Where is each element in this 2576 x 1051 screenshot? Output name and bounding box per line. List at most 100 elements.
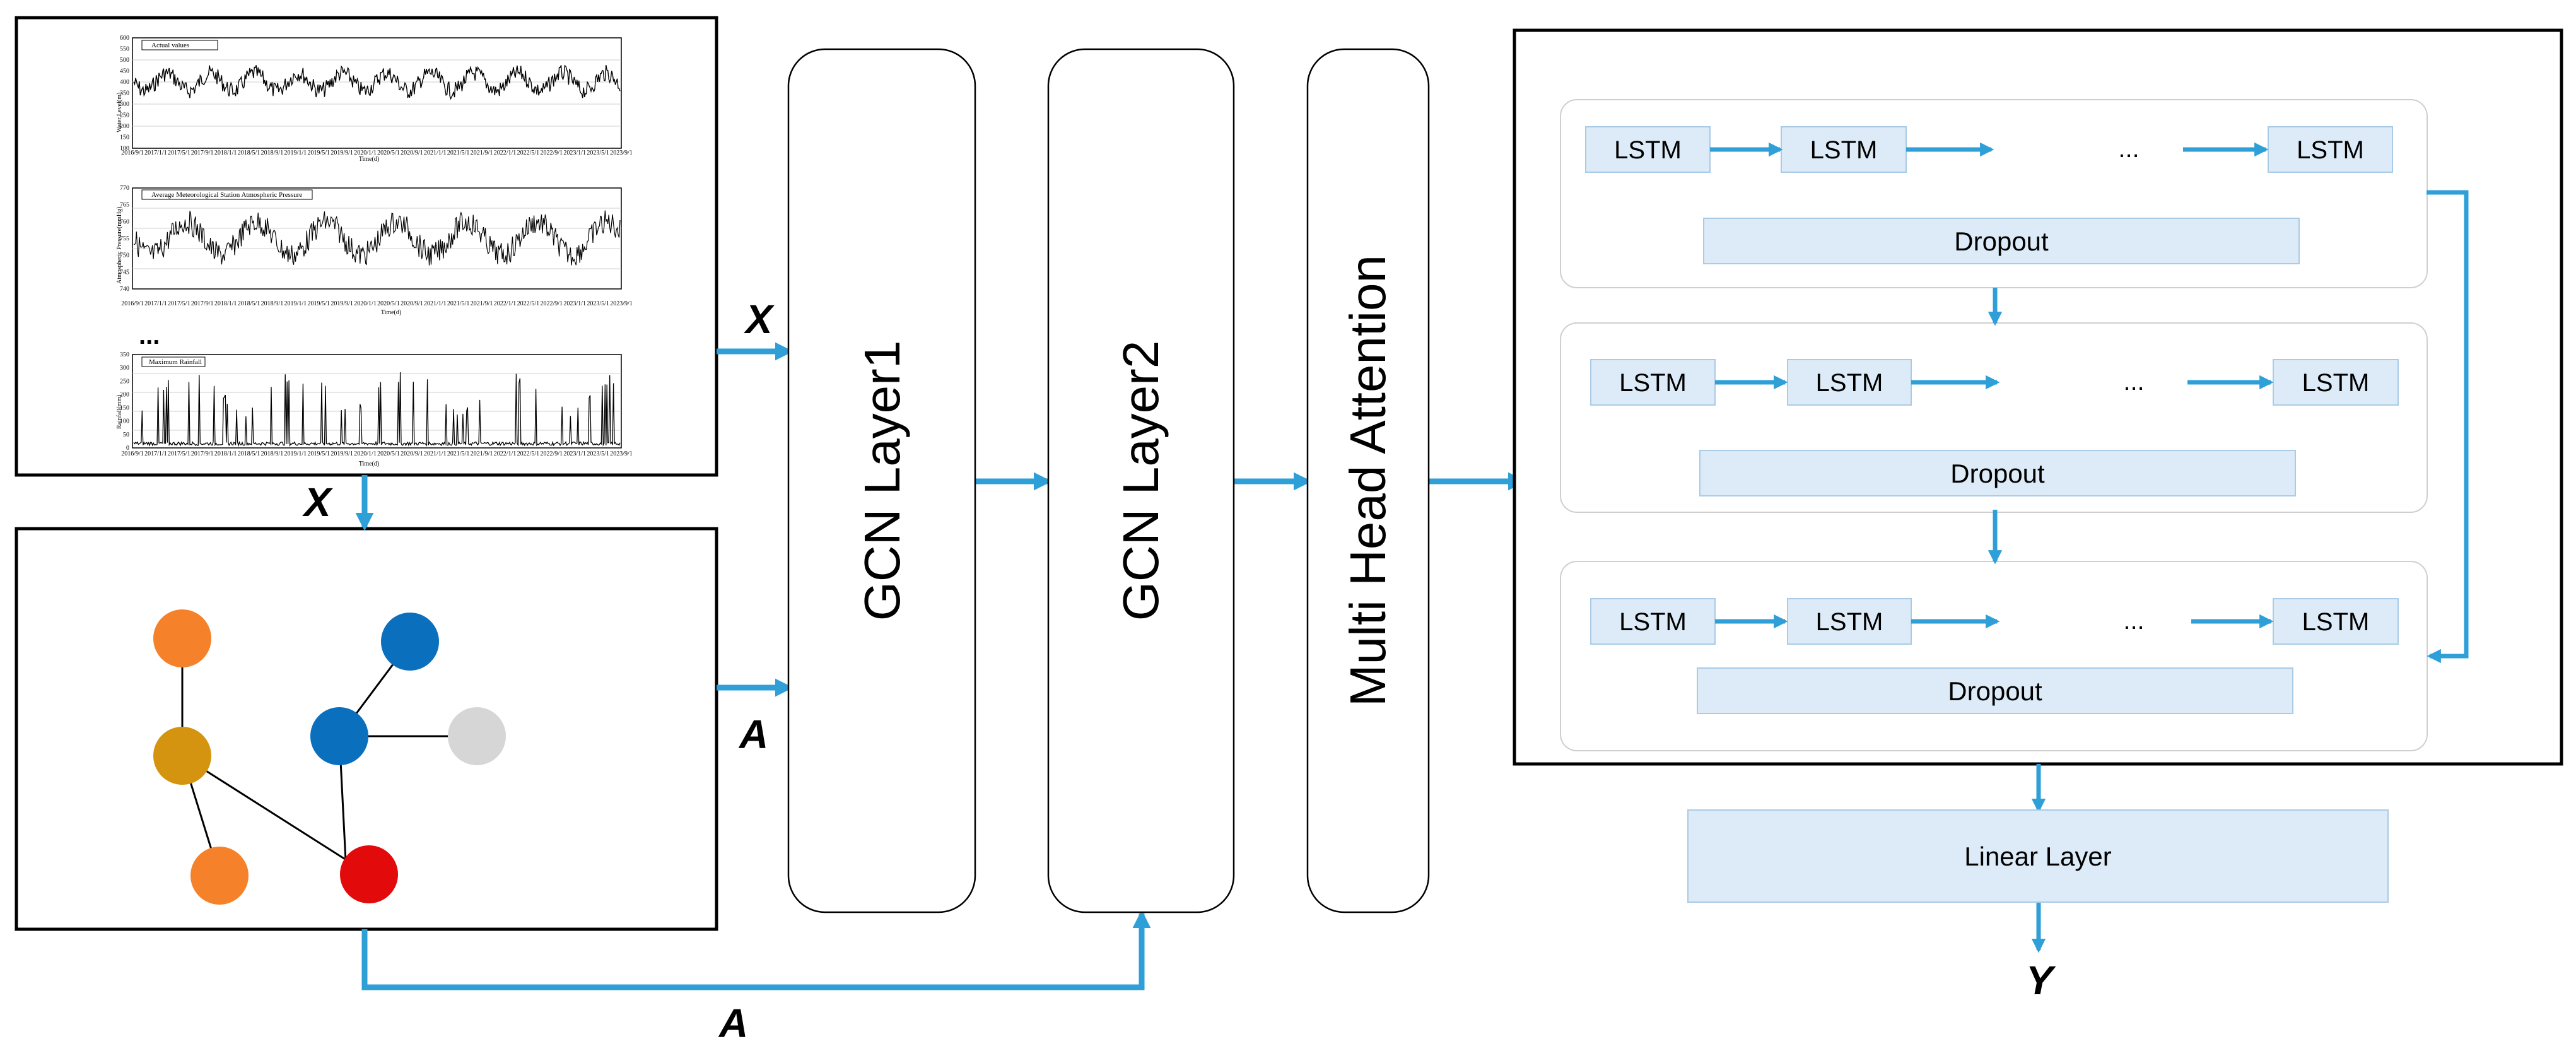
lstm-ellipsis: ... bbox=[2118, 135, 2139, 163]
x-tick-label: 2023/5/1 bbox=[587, 150, 609, 156]
linear-layer-block: Linear Layer bbox=[1687, 809, 2389, 903]
x-tick-label: 2019/1/1 bbox=[284, 300, 307, 307]
x-tick-label: 2017/1/1 bbox=[144, 450, 167, 457]
x-tick-label: 2019/9/1 bbox=[331, 150, 353, 156]
y-tick-label: 150 bbox=[120, 405, 129, 412]
x-tick-label: 2018/5/1 bbox=[238, 450, 261, 457]
x-tick-label: 2017/9/1 bbox=[191, 300, 214, 307]
y-tick-label: 755 bbox=[120, 235, 129, 242]
x-tick-label: 2021/9/1 bbox=[471, 150, 493, 156]
x-tick-label: 2022/9/1 bbox=[541, 450, 563, 457]
series-plot-water-level: Actual values Water Level(m) Time(d) bbox=[116, 37, 622, 163]
graph-node bbox=[381, 613, 439, 671]
attention-label: Multi Head Attention bbox=[1340, 255, 1396, 707]
x-tick-label: 2019/1/1 bbox=[284, 450, 307, 457]
y-tick-label: 200 bbox=[120, 391, 129, 398]
series-x-label: Time(d) bbox=[381, 309, 401, 316]
x-tick-label: 2022/5/1 bbox=[517, 300, 540, 307]
lstm-cell-label: LSTM bbox=[1619, 608, 1687, 636]
y-tick-label: 600 bbox=[120, 35, 129, 42]
x-tick-label: 2016/9/1 bbox=[121, 150, 144, 156]
graph-edge bbox=[182, 754, 370, 876]
x-tick-label: 2021/5/1 bbox=[447, 300, 470, 307]
dropout-block bbox=[1697, 667, 2293, 714]
x-tick-label: 2018/1/1 bbox=[214, 300, 237, 307]
y-tick-label: 500 bbox=[120, 57, 129, 64]
x-tick-label: 2019/5/1 bbox=[307, 300, 330, 307]
x-tick-label: 2019/5/1 bbox=[307, 450, 330, 457]
y-tick-label: 100 bbox=[120, 145, 129, 152]
x-tick-label: 2020/1/1 bbox=[354, 300, 377, 307]
gcn-layer-1-label: GCN Layer1 bbox=[854, 341, 910, 621]
lstm-cell bbox=[1585, 126, 1711, 173]
x-tick-label: 2022/9/1 bbox=[541, 150, 563, 156]
lstm-cell-label: LSTM bbox=[1619, 369, 1687, 397]
series-y-label: Water Level(m) bbox=[116, 93, 123, 132]
multi-head-attention-block: Multi Head Attention bbox=[1306, 48, 1430, 913]
x-tick-label: 2017/1/1 bbox=[144, 150, 167, 156]
x-tick-label: 2020/5/1 bbox=[377, 150, 400, 156]
dropout-block bbox=[1699, 450, 2296, 496]
dropout-block bbox=[1703, 218, 2300, 264]
series-x-label: Time(d) bbox=[359, 461, 379, 467]
y-tick-label: 550 bbox=[120, 46, 129, 53]
lstm-cell-label: LSTM bbox=[2302, 369, 2370, 397]
flow-connectors bbox=[355, 342, 1526, 990]
lstm-cell bbox=[1787, 359, 1912, 406]
x-tick-label: 2022/1/1 bbox=[494, 300, 517, 307]
series-legend: Maximum Rainfall bbox=[149, 358, 202, 366]
x-tick-label: 2020/5/1 bbox=[377, 300, 400, 307]
y-tick-label: 50 bbox=[123, 432, 129, 438]
lstm-cell-label: LSTM bbox=[2302, 608, 2370, 636]
graph-node bbox=[153, 727, 211, 785]
lstm-ellipsis: ... bbox=[2123, 368, 2144, 396]
x-tick-label: 2020/9/1 bbox=[401, 300, 423, 307]
x-tick-label: 2019/1/1 bbox=[284, 150, 307, 156]
x-tick-label: 2018/5/1 bbox=[238, 150, 261, 156]
y-tick-label: 300 bbox=[120, 101, 129, 108]
x-tick-label: 2022/1/1 bbox=[494, 150, 517, 156]
y-tick-label: 200 bbox=[120, 123, 129, 130]
linear-layer-label: Linear Layer bbox=[1964, 842, 2111, 871]
y-tick-label: 350 bbox=[120, 90, 129, 97]
x-tick-label: 2021/5/1 bbox=[447, 450, 470, 457]
time-series-panel: Actual values Water Level(m) Time(d) Ave… bbox=[15, 16, 718, 477]
x-tick-label: 2019/5/1 bbox=[307, 150, 330, 156]
x-tick-label: 2019/9/1 bbox=[331, 300, 353, 307]
series-y-label: Rainfall(mm) bbox=[116, 395, 123, 429]
x-tick-label: 2021/1/1 bbox=[424, 300, 447, 307]
x-tick-label: 2022/5/1 bbox=[517, 450, 540, 457]
x-tick-label: 2018/1/1 bbox=[214, 450, 237, 457]
x-tick-label: 2023/9/1 bbox=[610, 450, 633, 457]
x-tick-label: 2023/1/1 bbox=[563, 150, 586, 156]
x-tick-label: 2023/1/1 bbox=[563, 300, 586, 307]
y-tick-label: 745 bbox=[120, 269, 129, 276]
x-tick-label: 2020/5/1 bbox=[377, 450, 400, 457]
lstm-cell bbox=[1781, 126, 1907, 173]
variable-x-label: X bbox=[744, 297, 775, 342]
x-tick-label: 2021/1/1 bbox=[424, 150, 447, 156]
dropout-label: Dropout bbox=[1948, 676, 2042, 706]
lstm-ellipsis: ... bbox=[2123, 607, 2144, 635]
x-tick-label: 2023/5/1 bbox=[587, 300, 609, 307]
x-tick-label: 2023/9/1 bbox=[610, 300, 633, 307]
x-tick-label: 2021/1/1 bbox=[424, 450, 447, 457]
variable-a-label: A bbox=[718, 1001, 748, 1046]
y-tick-label: 300 bbox=[120, 365, 129, 372]
lstm-cell bbox=[2273, 598, 2399, 645]
x-tick-label: 2016/9/1 bbox=[121, 300, 144, 307]
x-tick-label: 2021/9/1 bbox=[471, 300, 493, 307]
water-level-series-line bbox=[133, 64, 621, 100]
x-tick-label: 2023/1/1 bbox=[563, 450, 586, 457]
gcn-layer-2-block: GCN Layer2 bbox=[1047, 48, 1235, 913]
x-tick-label: 2022/1/1 bbox=[494, 450, 517, 457]
x-tick-label: 2017/9/1 bbox=[191, 450, 214, 457]
series-y-label: Atmospheric Pressure(mmHg) bbox=[116, 207, 123, 284]
lstm-cell-label: LSTM bbox=[1816, 608, 1883, 636]
x-tick-label: 2017/5/1 bbox=[168, 450, 190, 457]
dropout-label: Dropout bbox=[1950, 459, 2045, 488]
